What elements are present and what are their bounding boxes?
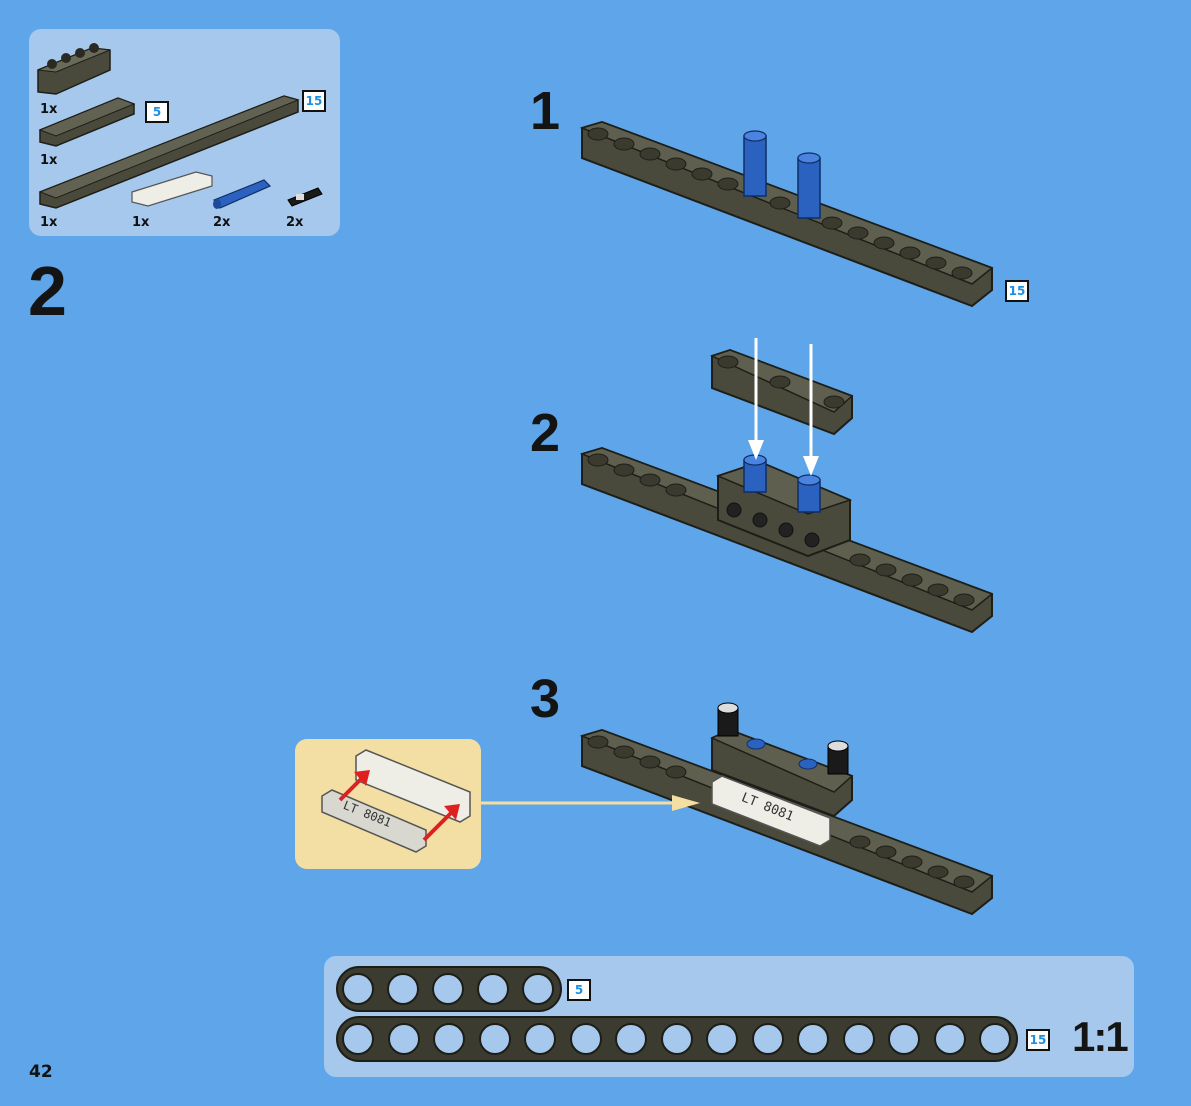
blue-pin-icon	[213, 179, 272, 209]
beam-15-icon	[38, 95, 300, 209]
step-number-2: 2	[530, 403, 561, 463]
black-pin-icon	[287, 187, 323, 207]
scale-length-tag-5: 5	[567, 979, 591, 1001]
step3-tile	[711, 775, 831, 847]
step1-beam-15	[579, 120, 994, 308]
callout-white-tile	[355, 749, 471, 823]
callout-printed-tile	[321, 789, 427, 853]
step2-beam-5	[709, 348, 854, 436]
step3-black-pin-a	[717, 702, 739, 737]
callout-box	[295, 739, 481, 869]
white-tile-icon	[131, 171, 213, 207]
step-number-1: 1	[530, 81, 561, 141]
scale-length-tag-15: 15	[1026, 1029, 1050, 1051]
callout-red-arrow-b	[422, 804, 460, 842]
sub-step-number: 2	[28, 252, 67, 330]
part-qty-beam-15: 1x	[40, 215, 58, 230]
scale-label: 1:1	[1072, 1013, 1129, 1060]
step1-length-tag: 15	[1005, 280, 1029, 302]
length-tag-15: 15	[302, 90, 326, 112]
beam-5-icon	[38, 97, 136, 147]
length-tag-5: 5	[145, 101, 169, 123]
callout-red-arrow-a	[338, 770, 370, 802]
step1-blue-pin-b	[797, 152, 821, 219]
scale-beam-15	[336, 1016, 1018, 1062]
step2-arrow-a	[748, 338, 764, 460]
scale-beam-5	[336, 966, 562, 1012]
brick-1x4-icon	[37, 43, 111, 95]
step3-black-pin-b	[827, 740, 849, 775]
part-qty-blue-pin: 2x	[213, 215, 231, 230]
step2-blue-pin-b	[797, 474, 821, 513]
page-number: 42	[29, 1062, 53, 1082]
part-qty-brick: 1x	[40, 102, 58, 117]
part-qty-black-pin: 2x	[286, 215, 304, 230]
step-number-3: 3	[530, 669, 561, 729]
step1-blue-pin-a	[743, 130, 767, 197]
step2-arrow-b	[803, 344, 819, 476]
step2-blue-pin-a	[743, 454, 767, 493]
part-qty-beam-5: 1x	[40, 153, 58, 168]
part-qty-tile: 1x	[132, 215, 150, 230]
callout-arrowhead	[672, 795, 700, 811]
